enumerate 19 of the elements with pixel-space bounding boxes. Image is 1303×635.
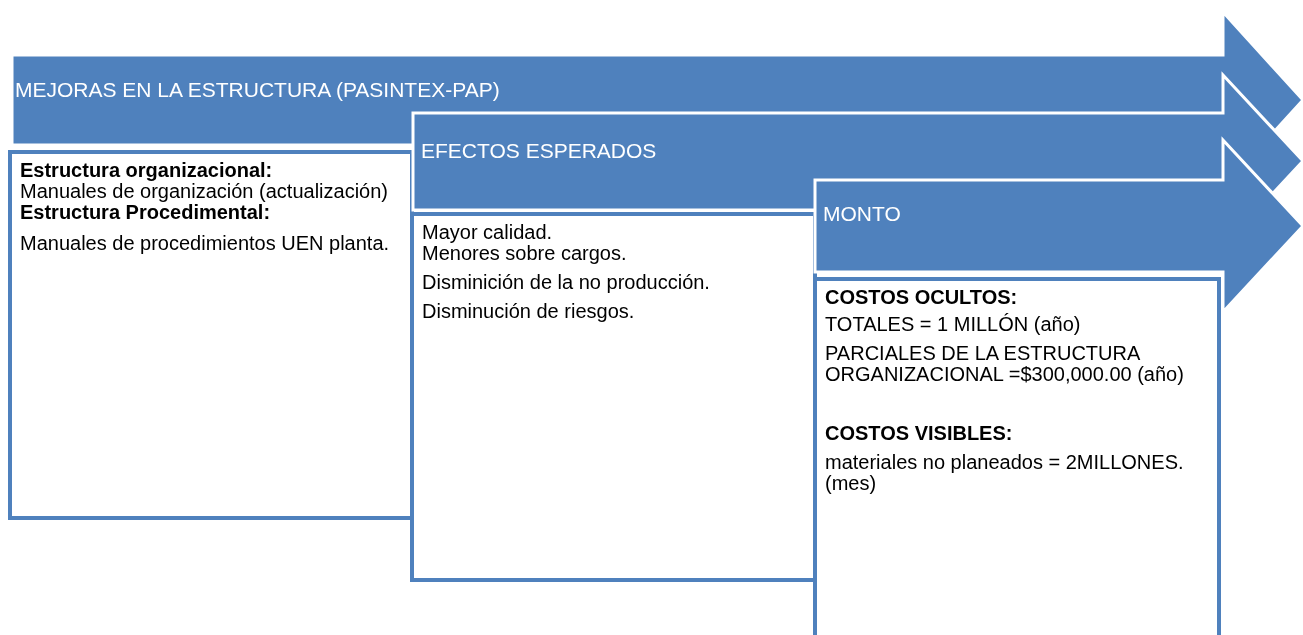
list-item: Manuales de procedimientos UEN planta. xyxy=(20,233,391,254)
list-item: materiales no planeados = 2MILLONES. (mes) xyxy=(825,452,1185,494)
band-label: EFECTOS ESPERADOS xyxy=(421,139,657,163)
list-item: Menores sobre cargos. xyxy=(422,243,628,264)
content-box xyxy=(410,212,817,582)
heading: COSTOS VISIBLES: xyxy=(825,423,1014,444)
band-label: MEJORAS EN LA ESTRUCTURA (PASINTEX-PAP) xyxy=(15,78,500,102)
content-box xyxy=(8,150,414,520)
band-label: MONTO xyxy=(823,202,901,226)
heading: Estructura organizacional: xyxy=(20,160,274,181)
list-item: Disminución de riesgos. xyxy=(422,301,636,322)
list-item: TOTALES = 1 MILLÓN (año) xyxy=(825,314,1082,335)
list-item: Manuales de organización (actualización) xyxy=(20,181,389,202)
heading: Estructura Procedimental: xyxy=(20,202,271,223)
heading: COSTOS OCULTOS: xyxy=(825,287,1019,308)
content-box xyxy=(813,277,1221,635)
list-item: Mayor calidad. xyxy=(422,222,554,243)
list-item: PARCIALES DE LA ESTRUCTURA ORGANIZACIONAL =$300,000.00 (año) xyxy=(825,343,1185,385)
list-item: Disminición de la no producción. xyxy=(422,272,711,293)
